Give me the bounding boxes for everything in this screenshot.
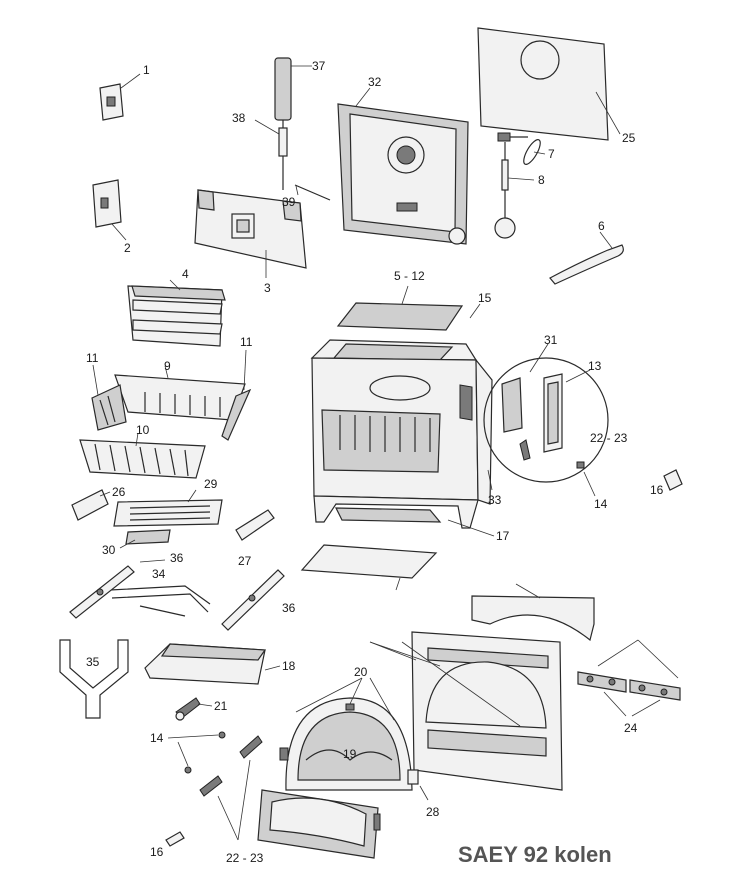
label-14-bottom: 14	[150, 731, 164, 745]
label-6: 6	[598, 219, 605, 233]
label-2: 2	[124, 241, 131, 255]
label-16-bottom: 16	[150, 845, 164, 859]
part-32-back-plate	[337, 87, 469, 245]
part-7-handle	[497, 132, 546, 165]
part-29-grate	[113, 489, 223, 527]
part-33-ledge	[487, 469, 493, 491]
part-24-bars	[577, 639, 681, 717]
label-27: 27	[238, 554, 252, 568]
part-37-rod	[274, 57, 312, 121]
part-10-grate-bottom	[79, 432, 206, 479]
ash-door	[257, 789, 381, 859]
part-17-plinth	[335, 507, 495, 537]
part-11-side-grate-left	[91, 364, 127, 431]
label-28: 28	[426, 805, 440, 819]
part-36-runner-left	[69, 559, 166, 619]
label-1: 1	[143, 63, 150, 77]
part-36-runner-right	[221, 569, 285, 631]
part-14-bolt	[167, 731, 226, 774]
label-37: 37	[312, 59, 326, 73]
part-19-arched-door	[279, 677, 429, 801]
front-frame	[369, 631, 563, 791]
label-8: 8	[538, 173, 545, 187]
part-9-grate-back	[114, 365, 246, 421]
label-21: 21	[214, 699, 228, 713]
label-22-23-detail: 22 - 23	[590, 431, 628, 445]
label-4: 4	[182, 267, 189, 281]
label-35: 35	[86, 655, 100, 669]
label-9: 9	[164, 359, 171, 373]
label-19: 19	[343, 747, 357, 761]
label-24: 24	[624, 721, 638, 735]
part-6-poker	[549, 231, 624, 285]
part-38-rod	[254, 119, 288, 190]
detail-circle	[483, 343, 609, 497]
part-21-hinge	[175, 697, 213, 721]
label-29: 29	[204, 477, 218, 491]
label-7: 7	[548, 147, 555, 161]
label-11-right: 11	[240, 335, 253, 349]
label-18: 18	[282, 659, 296, 673]
part-16-bolt-right	[663, 469, 683, 491]
part-1-plate	[99, 73, 141, 121]
label-20: 20	[354, 665, 368, 679]
part-4-liner	[127, 279, 226, 347]
label-39: 39	[282, 195, 296, 209]
label-17: 17	[496, 529, 510, 543]
glass-plate	[300, 544, 438, 591]
part-3-baffle	[194, 189, 307, 278]
label-34: 34	[152, 567, 166, 581]
label-36-right: 36	[282, 601, 296, 615]
part-15-stove-body	[310, 303, 493, 529]
label-38: 38	[232, 111, 246, 125]
label-32: 32	[368, 75, 382, 89]
label-5-12: 5 - 12	[394, 269, 425, 283]
label-16-right: 16	[650, 483, 664, 497]
part-5-12-top-plate	[336, 285, 464, 331]
part-16-bolt-bottom	[165, 831, 185, 847]
label-11-left: 11	[86, 351, 99, 365]
top-arch-bar	[471, 583, 595, 642]
part-22-23-catch-bottom	[199, 735, 263, 841]
part-27-plate	[235, 509, 275, 541]
label-33: 33	[488, 493, 502, 507]
part-34-lever	[109, 585, 211, 617]
part-25-back-panel	[477, 27, 621, 141]
part-35-y-stand	[59, 639, 129, 719]
label-22-23-bottom: 22 - 23	[226, 851, 264, 865]
diagram-title: SAEY 92 kolen	[458, 842, 612, 867]
part-18-ash-pan	[144, 643, 281, 685]
label-31: 31	[544, 333, 558, 347]
part-39-rod	[294, 184, 331, 201]
label-3: 3	[264, 281, 271, 295]
label-10: 10	[136, 423, 150, 437]
label-15: 15	[478, 291, 492, 305]
part-2-plate	[92, 179, 127, 241]
label-26: 26	[112, 485, 126, 499]
label-25: 25	[622, 131, 636, 145]
part-8-chain	[494, 142, 535, 239]
label-36-left: 36	[170, 551, 184, 565]
label-14-right: 14	[594, 497, 608, 511]
part-30-small-grate	[119, 529, 171, 549]
part-labels: 1 2 3 4 5 - 12 6 7 8 9 10 11 11 13 14 14…	[86, 59, 664, 865]
part-11-side-grate-right	[221, 349, 252, 441]
part-26-plate	[71, 489, 111, 521]
label-13: 13	[588, 359, 602, 373]
label-30: 30	[102, 543, 116, 557]
